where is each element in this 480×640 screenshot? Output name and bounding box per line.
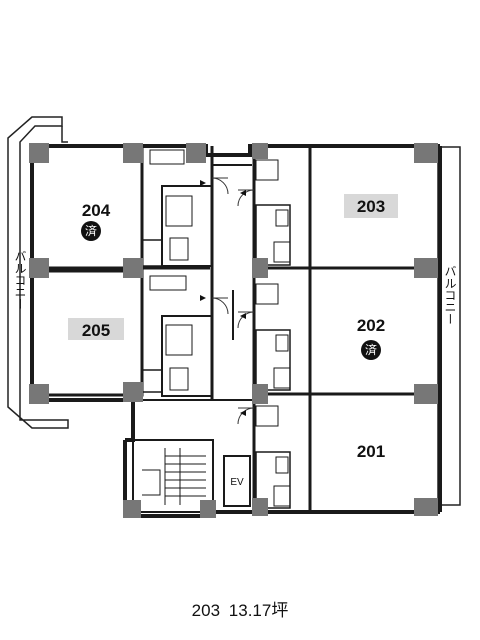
room-201: 201	[357, 442, 385, 461]
corridor	[133, 164, 252, 401]
room-number: 201	[357, 442, 385, 461]
left-units	[30, 144, 214, 400]
door-arrows	[200, 180, 246, 416]
occupied-badge	[81, 221, 101, 241]
occupied-badge-text: 済	[365, 342, 377, 357]
plan-caption: 203 13.17坪	[0, 596, 480, 621]
room-205: 205	[68, 318, 124, 340]
room-202: 202 済	[357, 316, 385, 360]
room-number: 203	[357, 197, 385, 216]
balcony-label-right: バルコニー	[443, 265, 457, 325]
room-number: 205	[82, 321, 110, 340]
room-204: 204 済	[81, 201, 111, 241]
columns	[29, 143, 438, 518]
right-units	[252, 146, 440, 512]
elevator-label: EV	[230, 477, 244, 488]
room-label-bg	[68, 318, 124, 340]
occupied-badge-text: 済	[85, 223, 97, 238]
room-label-bg	[344, 194, 398, 218]
stairwell	[132, 439, 214, 513]
elevator: EV	[223, 455, 251, 507]
caption-area: 13.17坪	[228, 601, 289, 620]
balcony-label-left: バルコニー	[13, 250, 27, 310]
room-number: 204	[82, 201, 111, 220]
caption-unit: 203	[191, 601, 221, 620]
room-number: 202	[357, 316, 385, 335]
balcony-left	[7, 116, 69, 429]
room-203: 203	[344, 194, 398, 218]
occupied-badge	[361, 340, 381, 360]
